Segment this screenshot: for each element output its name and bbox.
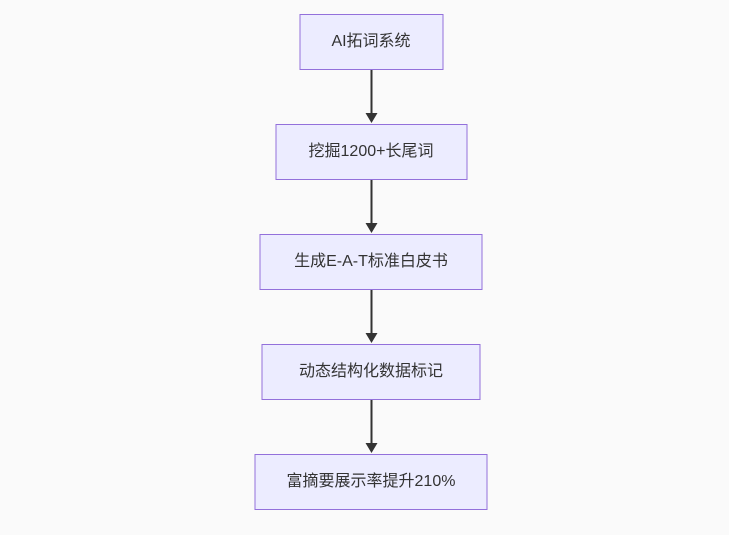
- arrow-down-icon: [365, 223, 377, 233]
- arrow-down-icon: [365, 113, 377, 123]
- flowchart: AI拓词系统 挖掘1200+长尾词 生成E-A-T标准白皮书 动态结构化数据标记: [254, 14, 488, 510]
- flowchart-node-ai-keyword-system: AI拓词系统: [299, 14, 443, 70]
- flowchart-node-rich-snippet-rate: 富摘要展示率提升210%: [254, 454, 488, 510]
- node-label: 富摘要展示率提升210%: [286, 473, 456, 490]
- node-label: 动态结构化数据标记: [298, 363, 443, 380]
- edge-line: [370, 180, 372, 225]
- flowchart-edge-4: [364, 400, 378, 454]
- flowchart-edge-2: [364, 180, 378, 234]
- node-label: 挖掘1200+长尾词: [308, 143, 434, 160]
- flowchart-node-longtail-keywords: 挖掘1200+长尾词: [275, 124, 467, 180]
- node-label: 生成E-A-T标准白皮书: [294, 253, 448, 270]
- flowchart-edge-1: [364, 70, 378, 124]
- flowchart-node-structured-data-markup: 动态结构化数据标记: [261, 344, 481, 400]
- flowchart-node-eat-whitepaper: 生成E-A-T标准白皮书: [259, 234, 483, 290]
- flowchart-edge-3: [364, 290, 378, 344]
- edge-line: [370, 400, 372, 445]
- arrow-down-icon: [365, 333, 377, 343]
- arrow-down-icon: [365, 443, 377, 453]
- node-label: AI拓词系统: [331, 33, 411, 50]
- edge-line: [370, 70, 372, 115]
- edge-line: [370, 290, 372, 335]
